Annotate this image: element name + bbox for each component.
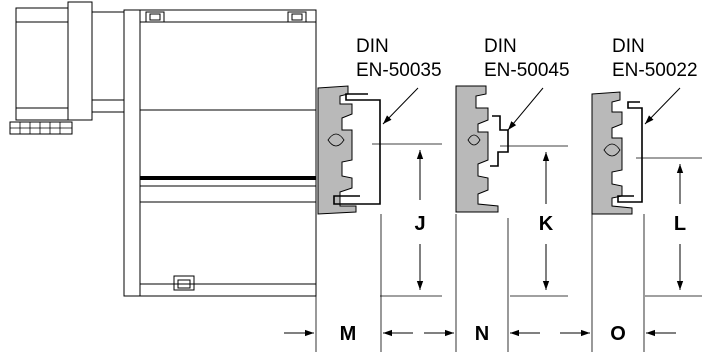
rail-1-label-din: DIN	[356, 36, 389, 57]
width-label-n: N	[475, 323, 489, 345]
rail-2-label-standard: EN-50045	[484, 60, 570, 81]
rail-profile-1	[317, 85, 381, 215]
rail-1-label-standard: EN-50035	[356, 60, 442, 81]
leader-arrow-3	[644, 87, 681, 125]
rail-profile-3	[591, 91, 643, 215]
device-housing	[123, 9, 317, 297]
rail-2-label-din: DIN	[484, 36, 517, 57]
rail-profile-2	[455, 85, 509, 213]
leader-arrow-2	[507, 87, 544, 131]
height-label-k: K	[539, 213, 554, 235]
rail-3-label-standard: EN-50022	[612, 60, 698, 81]
height-label-l: L	[674, 213, 686, 235]
device-side-view	[9, 1, 317, 297]
width-label-m: M	[340, 323, 357, 345]
height-dimension-1: J	[372, 143, 442, 297]
width-dimension-lines	[284, 214, 676, 352]
height-dimension-3: L	[636, 157, 702, 297]
leader-arrow-1	[382, 87, 419, 125]
connector-plug	[9, 1, 125, 135]
height-dimension-2: K	[500, 145, 568, 297]
height-label-j: J	[414, 213, 425, 235]
width-label-o: O	[610, 323, 626, 345]
rail-3-label-din: DIN	[612, 36, 645, 57]
